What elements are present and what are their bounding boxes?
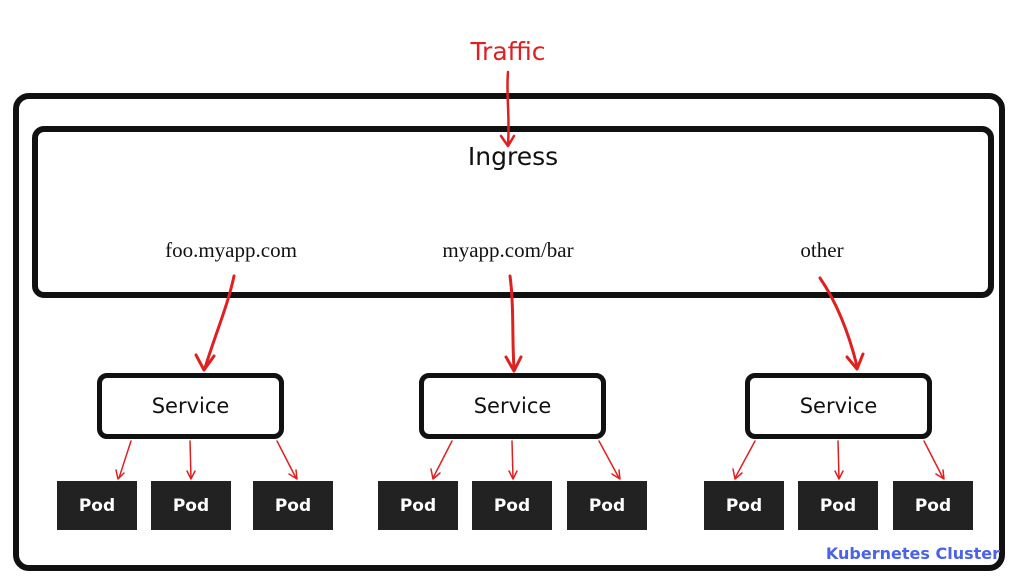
arrowhead-icon [430,468,441,480]
arrowhead-icon [115,469,125,480]
arrowhead-icon [288,469,298,480]
rule-label-bar: myapp.com/bar [442,238,574,262]
ingress-title: Ingress [467,142,559,171]
pod-arrow [511,440,514,479]
arrowhead-icon [845,352,865,371]
pod-arrow [118,440,132,479]
pod-box: Pod [378,481,458,530]
pod-box: Pod [798,481,878,530]
route-arrow-bar [508,274,516,370]
pod-label: Pod [399,495,437,516]
pod-label: Pod [493,495,531,516]
service-box-3: Service [745,373,932,439]
pod-label: Pod [819,495,857,516]
service-label: Service [151,394,230,418]
arrowhead-icon [508,470,518,480]
pod-label: Pod [172,495,210,516]
pod-box: Pod [57,481,137,530]
pod-box: Pod [567,481,647,530]
service-label: Service [473,394,552,418]
pod-arrow [276,440,297,479]
pod-arrow [432,440,453,479]
route-arrow-foo [203,274,236,370]
arrowhead-icon [834,470,844,480]
arrowhead-icon [732,468,743,480]
pod-label: Pod [274,495,312,516]
pod-label: Pod [588,495,626,516]
pod-arrow [189,440,192,479]
service-box-1: Service [97,373,284,439]
traffic-arrow [506,70,510,147]
pod-arrow [923,440,944,479]
pod-box: Pod [253,481,333,530]
pod-box: Pod [704,481,784,530]
arrowhead-icon [194,353,216,372]
route-arrow-other [818,276,859,368]
pod-label: Pod [78,495,116,516]
cluster-label: Kubernetes Cluster [825,544,1000,563]
kubernetes-cluster-frame [13,93,1005,571]
pod-arrow [837,440,840,479]
pod-arrow [734,440,756,479]
arrowhead-icon [611,469,621,480]
pod-label: Pod [725,495,763,516]
rule-label-foo: foo.myapp.com [165,238,297,262]
pod-box: Pod [893,481,973,530]
service-box-2: Service [419,373,606,439]
arrowhead-icon [935,469,945,480]
pod-box: Pod [151,481,231,530]
service-label: Service [799,394,878,418]
rule-label-other: other [800,238,844,262]
arrowhead-icon [186,470,196,480]
pod-label: Pod [914,495,952,516]
traffic-label: Traffic [470,37,546,66]
pod-arrow [598,440,620,479]
pod-box: Pod [472,481,552,530]
arrowhead-icon [499,134,516,148]
arrowhead-icon [504,355,523,373]
